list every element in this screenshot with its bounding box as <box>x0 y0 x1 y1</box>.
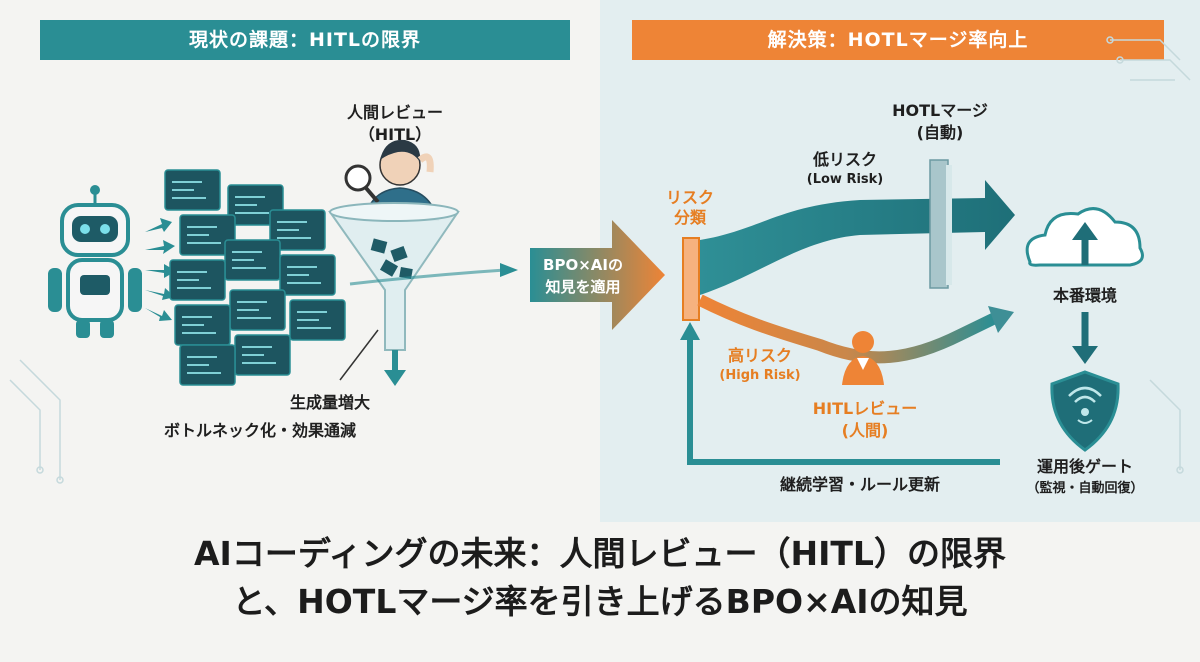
hotl-merge-gate <box>929 159 952 289</box>
page-title: AIコーディングの未来：人間レビュー（HITL）の限界 と、HOTLマージ率を引… <box>194 534 1006 621</box>
post-deploy-gate-label: 運用後ゲート （監視・自動回復） <box>1026 457 1144 496</box>
risk-classifier-bar <box>682 237 700 321</box>
review-funnel-icon <box>328 202 518 386</box>
low-risk-flow <box>700 180 1015 295</box>
solution-header: 解決策：HOTLマージ率向上 <box>632 20 1164 60</box>
robot-output-arrows <box>145 218 176 321</box>
circuit-decoration <box>9 36 1191 484</box>
cloud-icon <box>1025 207 1144 267</box>
generated-code-windows <box>164 169 346 386</box>
hotl-merge-label: HOTLマージ (自動) <box>892 101 988 142</box>
current-issue-header: 現状の課題：HITLの限界 <box>40 20 570 60</box>
bottleneck-label-line2: ボトルネック化・効果通減 <box>163 421 356 440</box>
bpo-ai-chevron: BPO×AIの 知見を適用 <box>530 220 665 330</box>
low-risk-label: 低リスク (Low Risk) <box>806 150 884 187</box>
hitl-review-label: HITLレビュー (人間) <box>812 399 918 440</box>
hitl-reviewer-icon <box>842 331 884 385</box>
high-risk-flow <box>697 294 998 364</box>
continuous-learning-label: 継続学習・ルール更新 <box>779 475 940 494</box>
svg-text:BPO×AIの: BPO×AIの <box>543 256 623 274</box>
high-risk-label: 高リスク (High Risk) <box>719 346 801 383</box>
ai-robot-icon <box>48 185 142 338</box>
production-environment-label: 本番環境 <box>1052 286 1117 305</box>
bottleneck-label-line1: 生成量増大 <box>289 393 370 412</box>
human-review-label: 人間レビュー （HITL） <box>346 103 443 144</box>
continuous-learning-loop <box>687 335 1000 465</box>
svg-text:知見を適用: 知見を適用 <box>545 278 620 296</box>
risk-classification-label: リスク 分類 <box>665 188 714 227</box>
shield-icon <box>1050 370 1120 452</box>
